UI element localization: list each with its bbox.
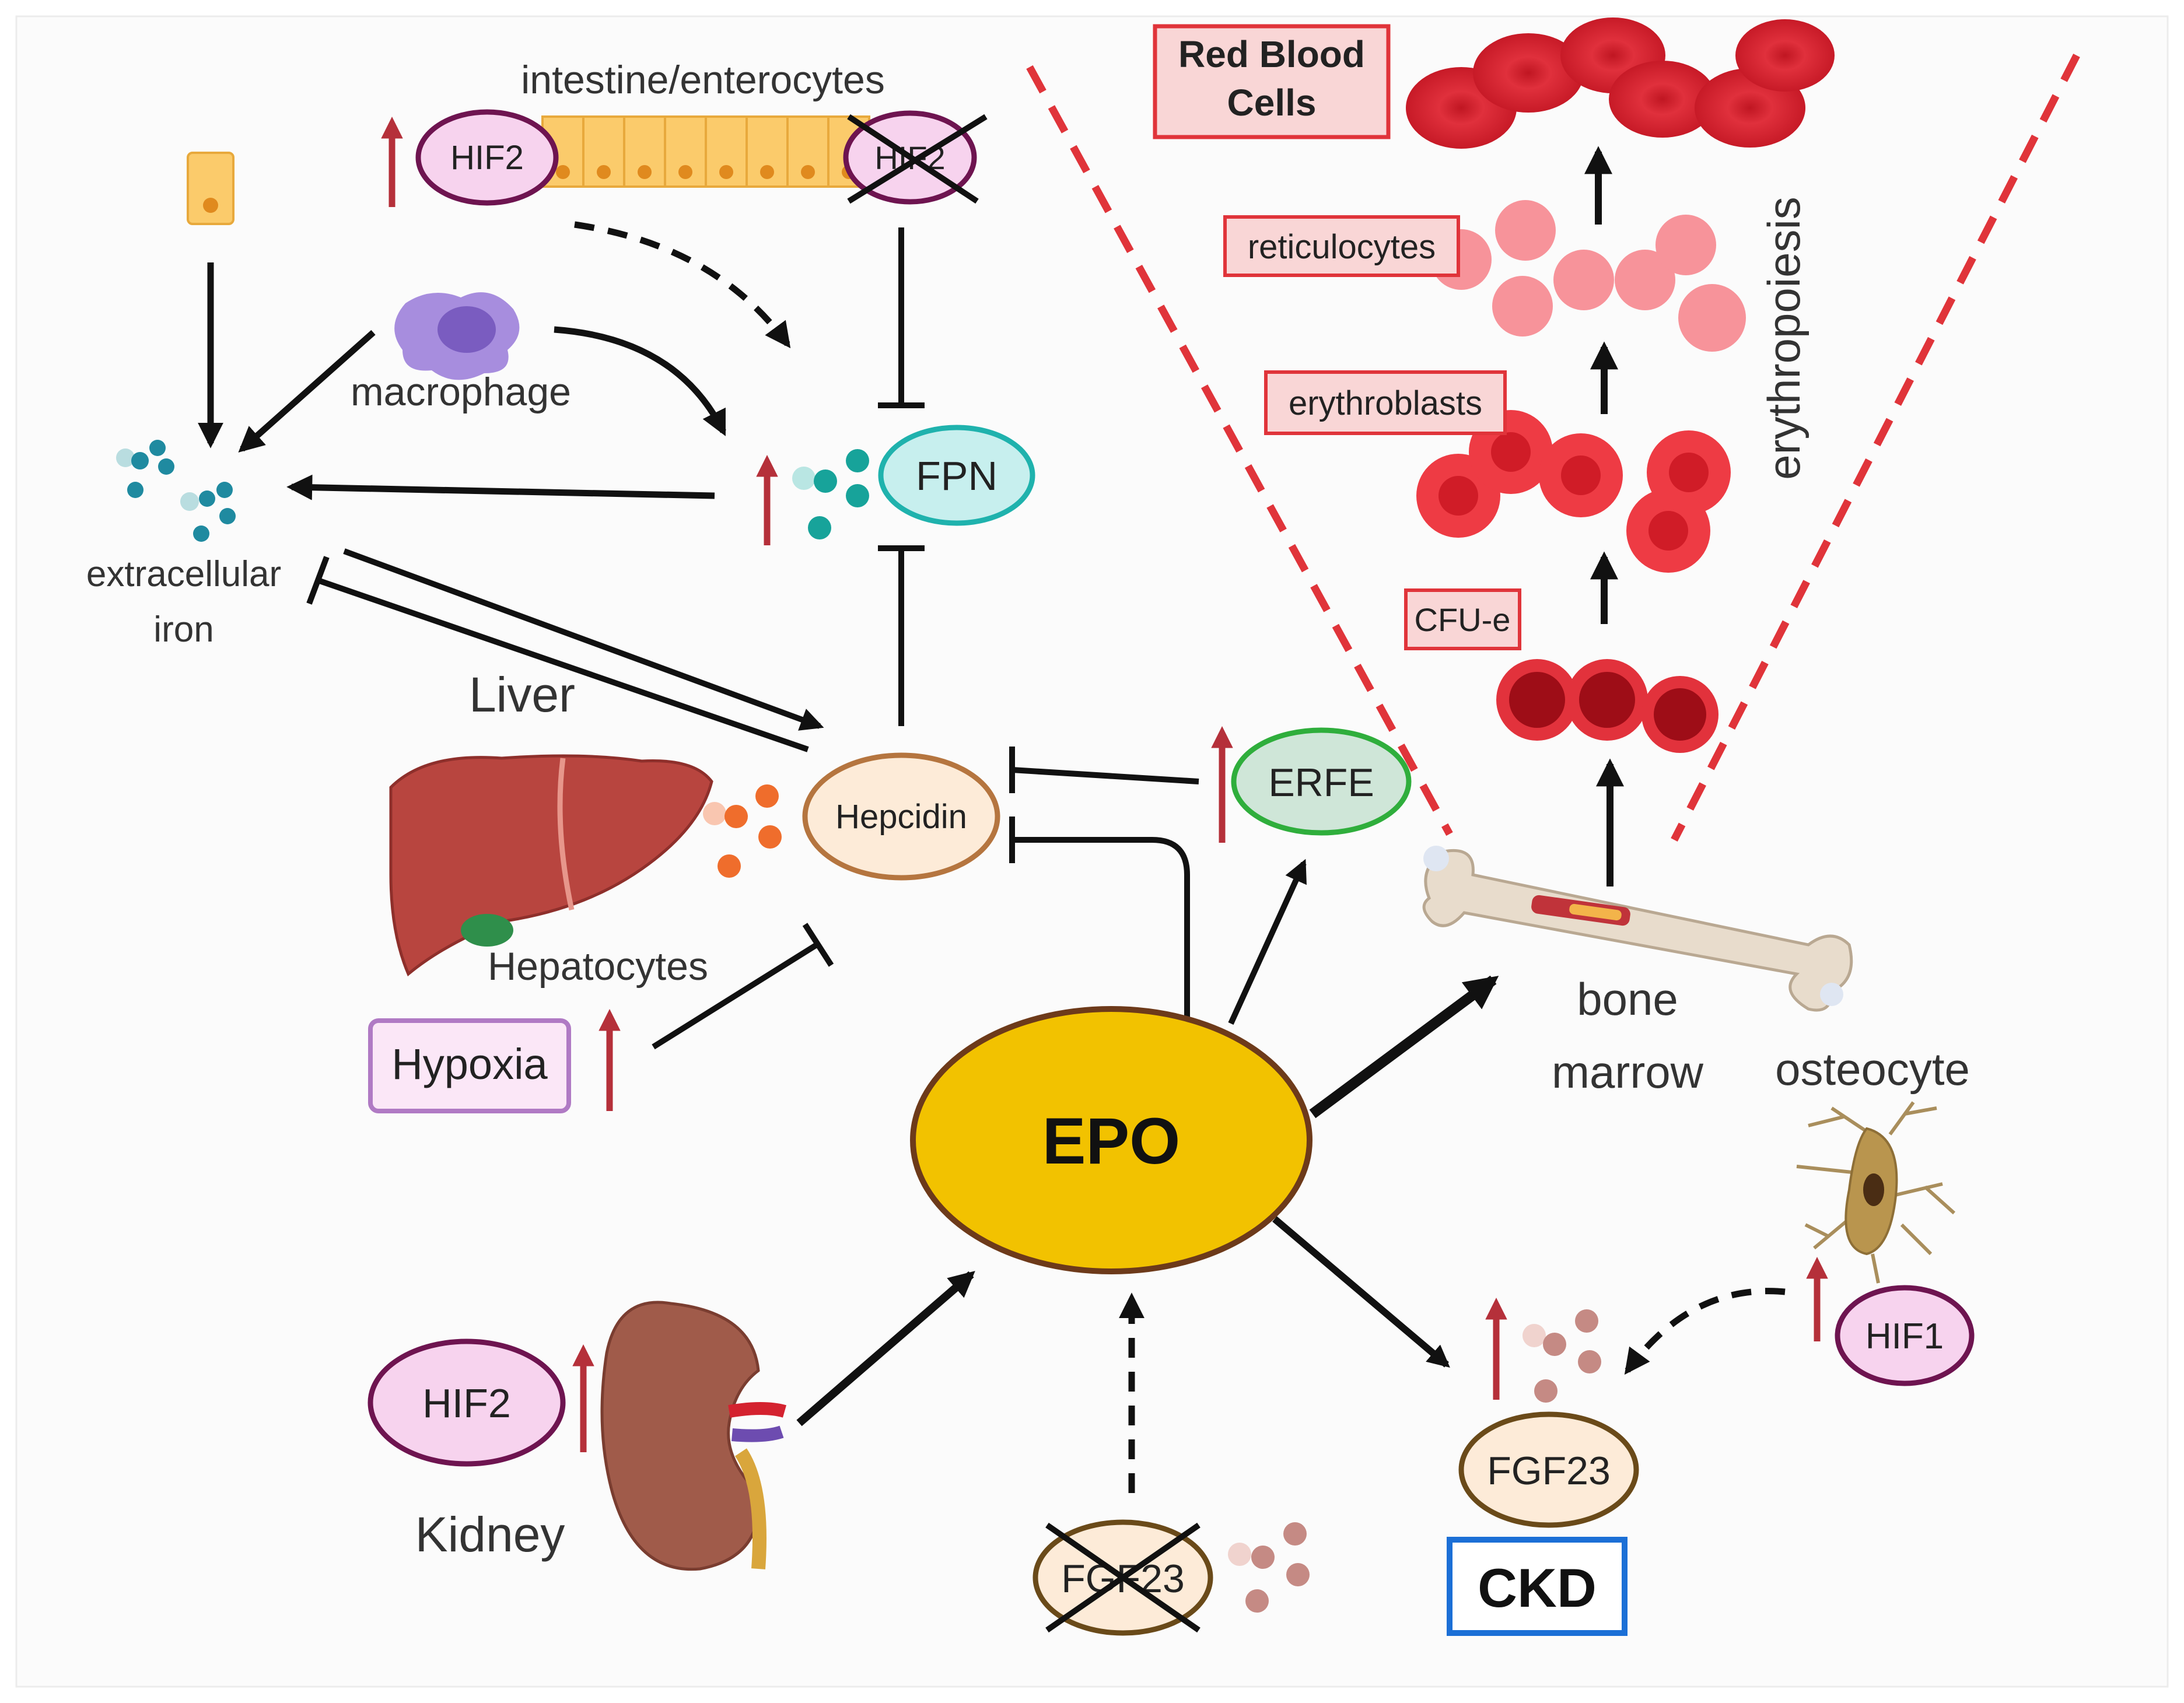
erythropoiesis-label: erythropoiesis <box>1758 197 1810 480</box>
arrow-iron-hepcidin <box>343 548 824 731</box>
epo-label: EPO <box>1042 1105 1181 1178</box>
bone-label-line1: bone <box>1577 973 1678 1025</box>
macrophage-label: macrophage <box>351 370 571 414</box>
hepcidin-label: Hepcidin <box>835 798 967 836</box>
erythroblasts-label-box: erythroblasts <box>1264 370 1507 435</box>
fgf23-node: FGF23 <box>1458 1411 1639 1528</box>
extracellular-iron-dots <box>116 440 236 542</box>
cfue-label-box: CFU-e <box>1404 588 1521 650</box>
enterocytes-strip <box>541 115 870 188</box>
hif1-label: HIF1 <box>1866 1316 1944 1357</box>
hypoxia-label: Hypoxia <box>391 1040 548 1088</box>
hepcidin-node: Hepcidin <box>802 752 1000 881</box>
cross-mark <box>847 114 988 204</box>
macrophage-icon <box>394 292 520 380</box>
inhibit-erfe-hepcidin <box>1009 747 1199 793</box>
erfe-node: ERFE <box>1231 727 1412 836</box>
cross-mark <box>1045 1522 1200 1633</box>
cfue-label: CFU-e <box>1415 601 1511 638</box>
enterocyte-icon <box>187 152 235 225</box>
background-panel <box>15 15 2169 1688</box>
bone-icon <box>1422 846 1853 1012</box>
erythroblasts-cluster <box>1416 410 1731 573</box>
ckd-box: CKD <box>1447 1537 1628 1636</box>
arrow-macrophage-iron <box>238 330 376 453</box>
intestine-label: intestine/enterocytes <box>521 58 885 102</box>
extracellular-label-line2: iron <box>153 609 214 650</box>
hypoxia-box: Hypoxia <box>368 1018 571 1113</box>
inhibit-hif2-fpn <box>878 227 925 408</box>
reticulocytes-label: reticulocytes <box>1248 228 1436 266</box>
hif2-intestine-label: HIF2 <box>450 139 524 177</box>
erythropoiesis-funnel <box>1026 54 2080 842</box>
arrow-macrophage-fpn <box>554 326 726 436</box>
hif2-kidney-label: HIF2 <box>422 1380 511 1426</box>
arrow-fpn-iron <box>286 474 715 500</box>
kidney-label: Kidney <box>415 1507 565 1562</box>
epo-node: EPO <box>910 1006 1312 1274</box>
fgf23-crossed-node: FGF23 <box>1032 1519 1213 1636</box>
ckd-label: CKD <box>1478 1557 1597 1618</box>
inhibit-epo-hepcidin <box>1009 817 1190 1018</box>
osteocyte-icon <box>1796 1101 1956 1284</box>
red-blood-cells-cluster <box>1406 17 1835 149</box>
fpn-iron-dots <box>792 449 869 539</box>
hif2-intestine-node: HIF2 <box>415 109 559 206</box>
arrow-kidney-epo <box>796 1271 975 1427</box>
rbc-label-line1: Red Blood <box>1178 33 1365 75</box>
extracellular-label-line1: extracellular <box>86 554 281 594</box>
fgf23-dots <box>1522 1309 1601 1403</box>
fpn-node: FPN <box>878 425 1035 526</box>
liver-icon <box>389 754 713 977</box>
reticulocytes-label-box: reticulocytes <box>1223 215 1460 277</box>
inhibit-hepcidin-fpn <box>878 545 925 726</box>
hepatocytes-label: Hepatocytes <box>488 944 708 989</box>
erfe-label: ERFE <box>1268 761 1374 805</box>
liver-label: Liver <box>469 667 575 722</box>
hif2-intestine-crossed-node: HIF2 <box>843 110 988 205</box>
fpn-label: FPN <box>916 453 998 499</box>
fgf23-label: FGF23 <box>1487 1449 1611 1493</box>
rbc-label-line2: Cells <box>1227 82 1317 124</box>
inhibit-hepcidin-iron <box>306 556 809 752</box>
erythroblasts-label: erythroblasts <box>1289 384 1482 422</box>
inhibit-hypoxia-hepcidin <box>652 923 834 1050</box>
hif1-node: HIF1 <box>1835 1285 1975 1386</box>
kidney-icon <box>600 1301 787 1571</box>
hepatocyte-dots <box>703 784 782 878</box>
dashed-arrow-intestine-fpn <box>574 221 791 349</box>
maturation-arrows <box>1584 146 1624 886</box>
arrow-epo-fgf23 <box>1272 1216 1450 1368</box>
hif2-kidney-node: HIF2 <box>368 1338 566 1467</box>
bone-label-line2: marrow <box>1552 1046 1704 1098</box>
arrow-epo-bone-marrow <box>1309 975 1499 1119</box>
osteocyte-label: osteocyte <box>1775 1043 1970 1095</box>
arrow-epo-erfe <box>1228 858 1307 1025</box>
cfue-cluster <box>1496 659 1718 753</box>
rbc-label-box: Red Blood Cells <box>1153 24 1391 139</box>
fgf23-crossed-dots <box>1228 1522 1310 1613</box>
